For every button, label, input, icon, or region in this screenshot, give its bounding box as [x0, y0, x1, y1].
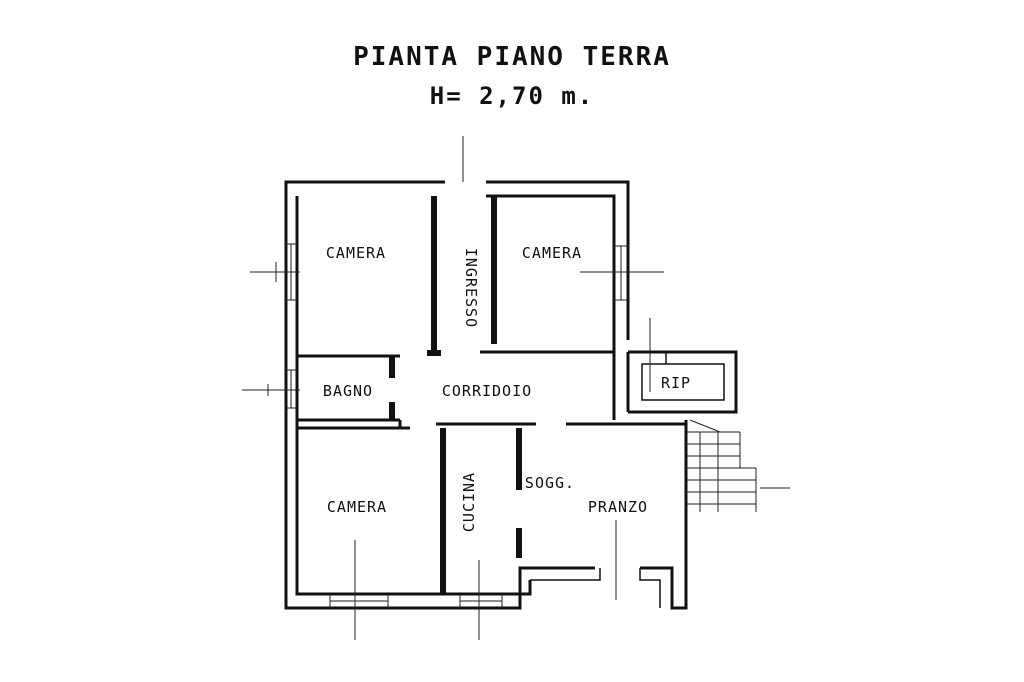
- wall-cucina-pranzo-bottom: [516, 528, 522, 558]
- wall-ingresso-left: [431, 196, 437, 354]
- room-label-cucina: CUCINA: [460, 472, 478, 532]
- external-stairs: [686, 419, 757, 512]
- plan-title: PIANTA PIANO TERRA: [353, 42, 671, 72]
- ceiling-height-label: H= 2,70 m.: [429, 82, 595, 110]
- exterior-walls: [284, 180, 688, 610]
- interior-walls: [297, 196, 686, 594]
- wall-cucina-pranzo-top: [516, 428, 522, 490]
- room-label-pranzo: PRANZO: [588, 498, 648, 516]
- room-label-sogg: SOGG.: [525, 474, 575, 492]
- room-label-bagno: BAGNO: [323, 382, 373, 400]
- room-label-camera-bottom: CAMERA: [327, 498, 387, 516]
- wall-ingresso-right: [491, 196, 497, 344]
- room-label-camera-top-right: CAMERA: [522, 244, 582, 262]
- room-label-ingresso: INGRESSO: [462, 248, 480, 328]
- rip-block: [628, 350, 738, 414]
- room-label-corridoio: CORRIDOIO: [442, 382, 532, 400]
- windows: [286, 243, 628, 608]
- bagno-door-jamb-bottom: [389, 402, 395, 420]
- section-lines: [242, 136, 790, 640]
- bagno-door-jamb-top: [389, 356, 395, 378]
- room-label-camera-top-left: CAMERA: [326, 244, 386, 262]
- wall-stub: [427, 350, 441, 356]
- room-label-rip: RIP: [661, 374, 691, 392]
- wall-camera-cucina: [440, 428, 446, 594]
